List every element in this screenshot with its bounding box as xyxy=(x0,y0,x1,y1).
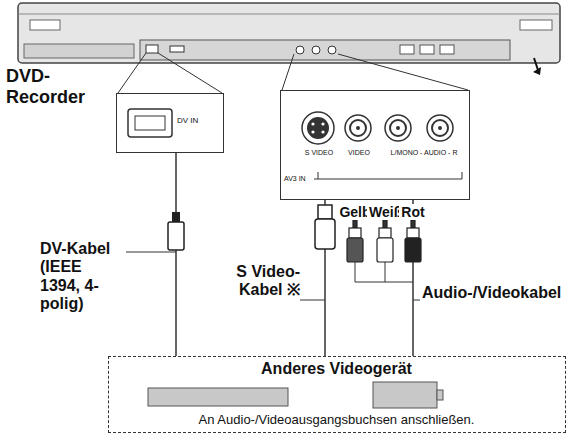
node-text: L/MONO - AUDIO - R xyxy=(379,149,469,157)
node-text: VIDEO xyxy=(341,149,377,157)
cable-label: DV-Kabel (IEEE 1394, 4-polig) xyxy=(40,240,126,314)
node-text: S VIDEO xyxy=(289,149,349,157)
cable-label: S Video-Kabel ※ xyxy=(196,263,300,300)
node-text: DV IN xyxy=(177,116,221,125)
jack-panel: S VIDEOVIDEOL/MONO - AUDIO - R AV3 IN xyxy=(280,90,470,200)
jack-panel: DV IN xyxy=(116,93,224,153)
device-group: Anderes Videogerät An Audio-/Videoausgang… xyxy=(108,356,566,433)
node-text: Anderes Videogerät xyxy=(109,360,564,378)
color-label: Weiß xyxy=(367,204,403,220)
node-text: AV3 IN xyxy=(284,175,314,183)
device-label: DVD-Recorder xyxy=(6,66,102,107)
node-text: An Audio-/Videoausgangsbuchsen anschließ… xyxy=(109,413,564,428)
cable-label: Audio-/Videokabel xyxy=(422,284,526,302)
color-label: Rot xyxy=(398,204,428,220)
label-patch: Rot xyxy=(399,204,426,220)
cable-line xyxy=(175,153,177,356)
